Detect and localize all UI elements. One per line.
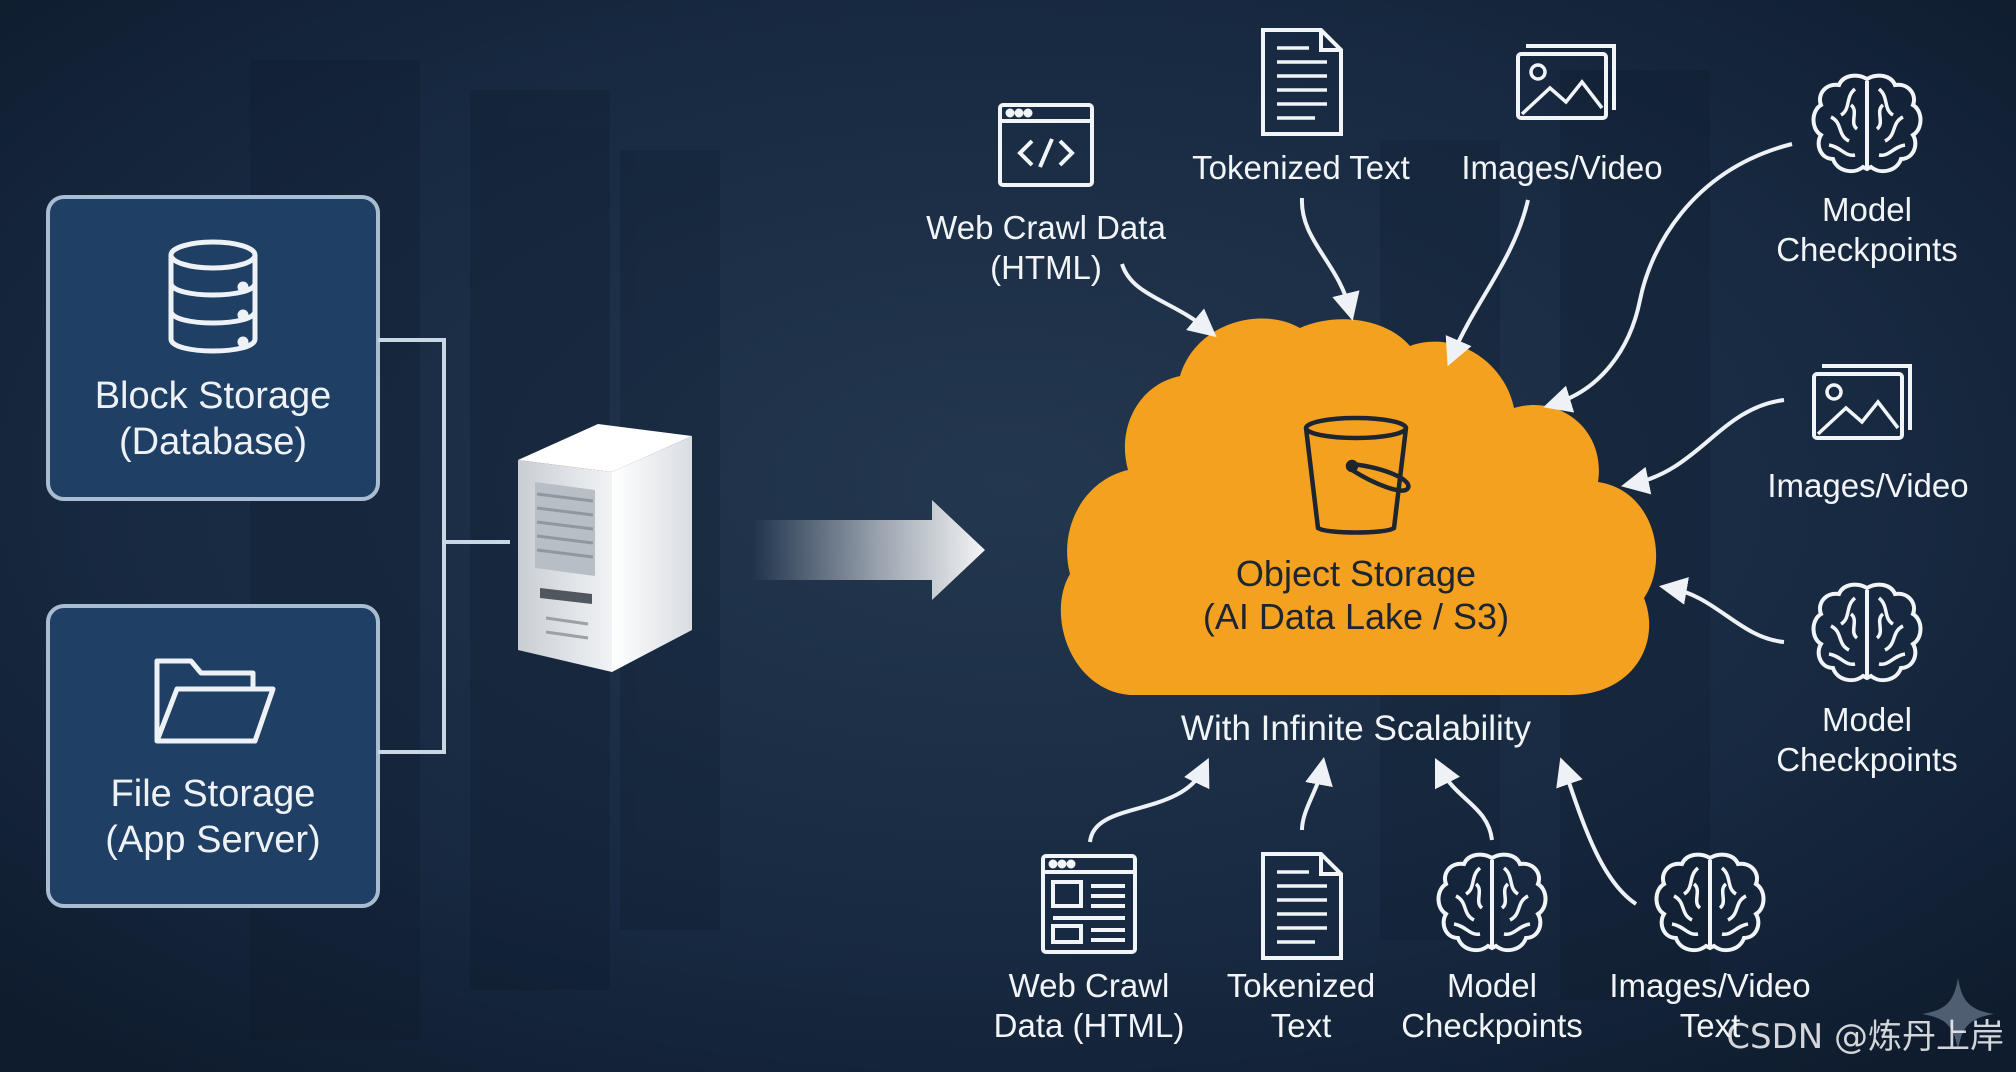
file-storage-title: File Storage xyxy=(110,773,316,815)
source-label-line: Checkpoints xyxy=(1776,740,1958,778)
database-icon xyxy=(168,239,258,354)
file-storage-label: File Storage (App Server) xyxy=(48,772,378,863)
arrow-web-crawl-top xyxy=(1120,263,1217,338)
arrow-model-bottom xyxy=(1434,757,1494,841)
source-label-tokenized-bottom: Tokenized Text xyxy=(1201,966,1401,1045)
sparkle-icon xyxy=(1922,978,1994,1050)
migration-arrow xyxy=(752,500,985,600)
object-storage-subtitle: (AI Data Lake / S3) xyxy=(1202,596,1510,638)
arrow-model-right-2 xyxy=(1658,577,1785,644)
folder-icon xyxy=(154,658,276,744)
arrow-images-top xyxy=(1445,199,1530,367)
source-label-line: Data (HTML) xyxy=(993,1006,1185,1044)
arrow-tokenized-bottom xyxy=(1300,756,1333,831)
block-storage-title: Block Storage xyxy=(94,375,332,417)
source-label-line: (HTML) xyxy=(990,248,1102,286)
source-label-images-bottom: Images/Video Text xyxy=(1590,966,1830,1045)
server-tower-icon xyxy=(518,424,692,672)
block-storage-subtitle: (Database) xyxy=(119,420,307,463)
arrow-images-bottom xyxy=(1556,757,1638,906)
source-label-web-crawl-top: Web Crawl Data (HTML) xyxy=(906,208,1186,287)
source-label-model-bottom: Model Checkpoints xyxy=(1382,966,1602,1045)
source-label-tokenized-top: Tokenized Text xyxy=(1171,148,1431,188)
source-label-web-crawl-bottom: Web Crawl Data (HTML) xyxy=(979,966,1199,1045)
arrow-images-right xyxy=(1621,398,1785,495)
source-label-model-right-2: Model Checkpoints xyxy=(1752,700,1982,779)
arrow-web-crawl-bottom xyxy=(1088,757,1210,843)
source-label-line: Images/Video xyxy=(1767,467,1969,504)
source-label-line: Text xyxy=(1679,1006,1741,1044)
source-label-line: Checkpoints xyxy=(1776,230,1958,268)
source-label-images-top: Images/Video xyxy=(1432,148,1692,188)
web-layout-icon xyxy=(1041,854,1137,954)
source-label-model-right-1: Model Checkpoints xyxy=(1752,190,1982,269)
object-storage-title: Object Storage xyxy=(1235,553,1477,594)
storage-connector xyxy=(378,338,510,754)
arrow-model-right-1 xyxy=(1543,142,1793,413)
source-label-line: Images/Video xyxy=(1609,967,1811,1004)
bucket-icon xyxy=(1303,415,1411,535)
source-label-line: Tokenized xyxy=(1226,967,1376,1004)
block-storage-box xyxy=(46,195,380,501)
block-storage-label: Block Storage (Database) xyxy=(48,374,378,465)
scalability-caption: With Infinite Scalability xyxy=(1180,709,1532,748)
source-label-line: Checkpoints xyxy=(1401,1006,1583,1044)
source-label-line: Model xyxy=(1447,967,1537,1004)
source-label-line: Model xyxy=(1822,701,1912,738)
source-label-line: Images/Video xyxy=(1461,149,1663,186)
file-storage-box xyxy=(46,604,380,908)
source-label-line: Text xyxy=(1270,1006,1332,1044)
source-label-line: Tokenized Text xyxy=(1192,149,1410,186)
code-window-icon xyxy=(998,103,1094,187)
object-storage-cloud xyxy=(1060,318,1657,695)
flow-arrows xyxy=(1088,142,1793,906)
arrow-tokenized-top xyxy=(1299,197,1360,321)
object-storage-label: Object Storage (AI Data Lake / S3) xyxy=(1106,552,1606,638)
file-storage-subtitle: (App Server) xyxy=(105,818,321,861)
source-label-line: Web Crawl xyxy=(1008,967,1170,1004)
watermark: CSDN @炼丹上岸 xyxy=(1726,1017,2004,1057)
source-label-line: Model xyxy=(1822,191,1912,228)
source-label-line: Web Crawl Data xyxy=(926,209,1166,246)
source-label-images-right: Images/Video xyxy=(1738,466,1998,506)
